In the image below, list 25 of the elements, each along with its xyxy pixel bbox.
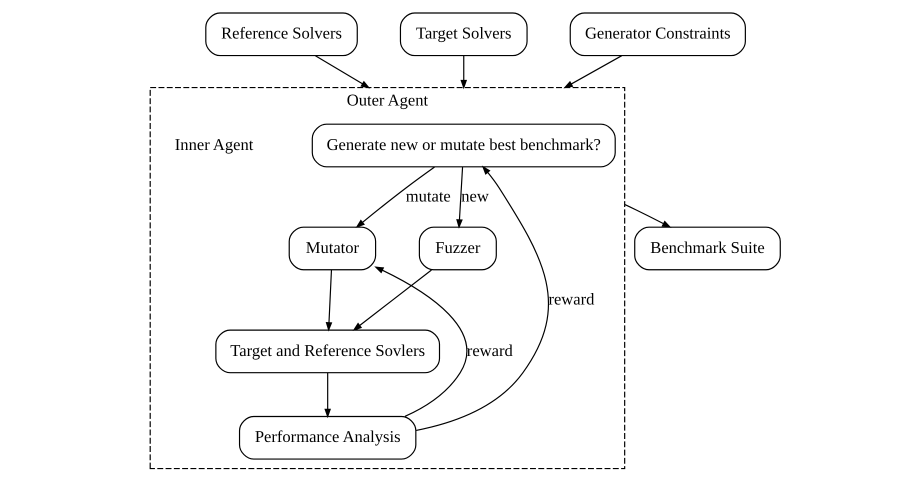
node-box: Generator Constraints <box>569 12 746 56</box>
node-box: Target and Reference Sovlers <box>214 330 440 374</box>
arrow <box>374 266 467 417</box>
arrow <box>456 167 463 229</box>
arrow <box>355 166 434 228</box>
node-box: Generate new or mutate best benchmark? <box>311 124 616 168</box>
arrow <box>324 372 330 418</box>
node-box: Target Solvers <box>399 12 528 56</box>
node-box: Reference Solvers <box>204 12 358 56</box>
edge-label: reward <box>466 340 512 360</box>
edge-label: reward <box>548 289 594 308</box>
arrow <box>352 270 432 331</box>
arrow <box>325 270 332 332</box>
arrow <box>460 56 467 90</box>
edge-label: mutate <box>405 186 450 206</box>
arrow <box>314 55 370 88</box>
edge-label: new <box>460 186 488 206</box>
node-box: Benchmark Suite <box>634 226 780 270</box>
node-box: Fuzzer <box>418 226 496 270</box>
node-box: Mutator <box>288 226 376 270</box>
label: Inner Agent <box>174 134 253 154</box>
arrow <box>416 166 548 431</box>
arrow <box>624 204 671 228</box>
arrow <box>562 55 622 88</box>
node-box: Performance Analysis <box>238 416 416 460</box>
